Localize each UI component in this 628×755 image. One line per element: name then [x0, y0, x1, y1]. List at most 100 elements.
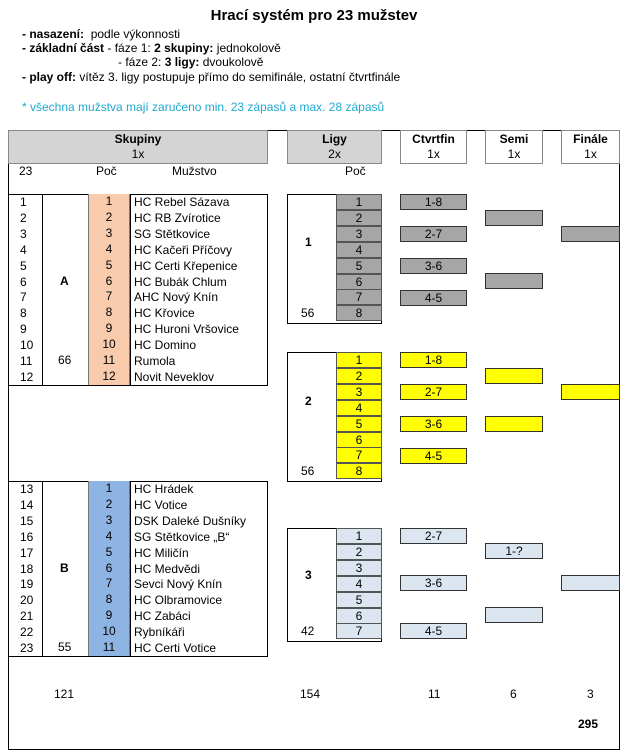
seed-cell: 7: [88, 289, 130, 306]
league-seed-cell: 6: [336, 607, 382, 624]
team-number: 21: [20, 609, 34, 624]
league-seed-cell: 1: [336, 194, 382, 211]
team-number: 17: [20, 545, 34, 560]
seed-cell: 8: [88, 592, 130, 609]
team-name: HC Bubák Chlum: [134, 274, 227, 289]
league-seed-cell: 2: [336, 209, 382, 226]
seed-cell: 11: [88, 353, 130, 370]
seed-cell: 2: [88, 496, 130, 513]
league-2-label: 2: [305, 394, 312, 408]
team-number: 3: [20, 226, 27, 241]
team-name: HC Křovice: [134, 306, 195, 321]
seed-cell: 3: [88, 225, 130, 242]
team-name: HC Huroni Vršovice: [134, 322, 239, 337]
seed-cell: 6: [88, 560, 130, 577]
seed-cell: 7: [88, 576, 130, 593]
semifinal-slot: [485, 273, 543, 289]
seed-cell: 1: [88, 481, 130, 498]
total-final: 3: [587, 687, 594, 701]
info-line-phase1: - základní část - fáze 1: 2 skupiny: jed…: [22, 41, 281, 55]
team-number: 4: [20, 242, 27, 257]
qf-league1-match: 3-6: [400, 258, 467, 274]
total-semifinals: 6: [510, 687, 517, 701]
semifinal-slot: [485, 210, 543, 226]
team-number: 23: [20, 641, 34, 655]
qf-league1-match: 2-7: [400, 226, 467, 242]
team-name: HC RB Zvírotice: [134, 210, 221, 225]
league-seed-cell: 4: [336, 241, 382, 258]
team-name: HC Certi Votice: [134, 641, 217, 655]
total-leagues: 154: [300, 687, 321, 701]
team-name: HC Olbramovice: [134, 593, 223, 608]
league-seed-cell: 5: [336, 591, 382, 608]
team-name: HC Rebel Sázava: [134, 195, 230, 209]
league-seed-cell: 2: [336, 543, 382, 560]
league-seed-cell: 5: [336, 415, 382, 432]
team-name: HC Certi Křepenice: [134, 258, 238, 273]
team-name: SG Stětkovice: [134, 226, 211, 241]
semifinal-slot: 1-?: [485, 543, 543, 559]
team-name: HC Domino: [134, 338, 197, 353]
semifinal-slot: [485, 607, 543, 623]
team-number: 11: [20, 354, 33, 368]
seed-cell: 12: [88, 368, 130, 385]
league-seed-cell: 6: [336, 431, 382, 448]
qf-league2-match: 4-5: [400, 448, 467, 464]
semifinal-slot: [485, 368, 543, 384]
league-seed-cell: 2: [336, 367, 382, 384]
team-name: Novit Neveklov: [134, 369, 215, 384]
league-2-matches: 56: [301, 464, 315, 478]
league-seed-cell: 7: [336, 447, 382, 464]
team-number: 16: [20, 529, 34, 544]
group-b-label: B: [60, 561, 69, 575]
league-3-label: 3: [305, 568, 312, 582]
team-number: 6: [20, 274, 27, 289]
team-name: HC Medvědi: [134, 561, 201, 576]
grand-total: 295: [578, 717, 599, 731]
qf-league1-match: 1-8: [400, 194, 467, 210]
league-seed-cell: 3: [336, 225, 382, 242]
semifinal-slot: [485, 416, 543, 432]
seed-cell: 6: [88, 273, 130, 290]
league-seed-cell: 8: [336, 305, 382, 322]
league-seed-cell: 5: [336, 257, 382, 274]
team-number: 9: [20, 322, 27, 337]
teams-count: 23: [19, 164, 33, 178]
total-groups: 121: [54, 687, 75, 701]
seed-cell: 9: [88, 321, 130, 338]
team-number: 19: [20, 577, 34, 592]
league-seed-cell: 4: [336, 399, 382, 416]
team-name: Sevci Nový Knín: [134, 577, 223, 592]
seed-cell: 5: [88, 257, 130, 274]
league-1-matches: 56: [301, 306, 315, 320]
league-seed-cell: 3: [336, 559, 382, 576]
team-number: 12: [20, 369, 34, 384]
group-b-divider: [130, 481, 131, 657]
seed-cell: 4: [88, 528, 130, 545]
seed-header: Poč: [96, 164, 117, 178]
seed-cell: 1: [88, 194, 130, 211]
team-number: 7: [20, 290, 27, 305]
note: * všechna mužstva mají zaručeno min. 23 …: [22, 100, 385, 114]
league-seed-cell: 3: [336, 383, 382, 400]
team-name: DSK Daleké Dušníky: [134, 513, 247, 528]
team-number: 5: [20, 258, 27, 273]
team-number: 10: [20, 338, 34, 353]
team-name: Rybníkáři: [134, 625, 185, 640]
qf-league3-match: 2-7: [400, 528, 467, 544]
seed-cell: 9: [88, 608, 130, 625]
seed-cell: 10: [88, 337, 130, 354]
seed-cell: 3: [88, 512, 130, 529]
seed-cell: 10: [88, 624, 130, 641]
page-title: Hrací systém pro 23 mužstev: [210, 7, 418, 24]
qf-league2-match: 2-7: [400, 384, 467, 400]
team-name: HC Votice: [134, 497, 188, 512]
league-seed-cell: 7: [336, 289, 382, 306]
qf-league3-match: 4-5: [400, 623, 467, 639]
group-a-matches: 66: [58, 353, 72, 367]
